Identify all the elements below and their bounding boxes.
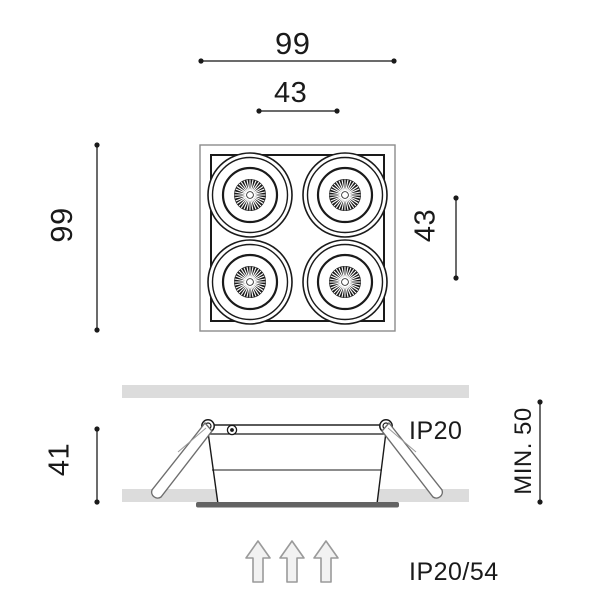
spring-clip-left-inner <box>177 427 207 453</box>
dim-endpoint-dot <box>391 58 397 64</box>
fixture-outer-frame <box>199 144 396 332</box>
dim-endpoint-dot <box>453 275 459 281</box>
dim-endpoint-dot <box>94 426 100 432</box>
spring-clip-left <box>150 421 213 499</box>
dim-endpoint-dot <box>334 108 340 114</box>
lamp-bottom-right <box>301 238 389 326</box>
dim-endpoint-dot <box>256 108 262 114</box>
ceiling-slab-upper <box>122 385 469 398</box>
ceiling-slab-lower <box>122 489 469 502</box>
dimension-label-clearance-min50: MIN. 50 <box>510 407 537 495</box>
dim-endpoint-dot <box>94 499 100 505</box>
protection-rating-ip20: IP20 <box>409 417 463 445</box>
fixture-inner-frame <box>210 154 385 322</box>
screw-detail <box>226 424 238 436</box>
protection-rating-ip20-54: IP20/54 <box>409 558 499 586</box>
dimension-label-inner-height-43: 43 <box>409 208 442 243</box>
housing-body <box>204 424 390 505</box>
dim-endpoint-dot <box>537 499 543 505</box>
lamp-bottom-left <box>206 238 294 326</box>
pivot-boss-left <box>201 419 215 433</box>
trim-plate <box>196 502 399 508</box>
lamp-top-left <box>206 151 294 239</box>
dimension-label-width-99: 99 <box>275 26 311 61</box>
light-direction-arrow-2 <box>279 540 305 583</box>
dim-endpoint-dot <box>94 327 100 333</box>
dimension-label-inner-width-43: 43 <box>274 77 308 109</box>
lamp-top-right <box>301 151 389 239</box>
dimension-label-height-99: 99 <box>44 207 79 243</box>
light-direction-arrow-3 <box>313 540 339 583</box>
dim-endpoint-dot <box>453 195 459 201</box>
dim-endpoint-dot <box>94 142 100 148</box>
dim-endpoint-dot <box>198 58 204 64</box>
dim-endpoint-dot <box>537 399 543 405</box>
dimension-label-depth-41: 41 <box>43 442 76 477</box>
light-direction-arrow-1 <box>245 540 271 583</box>
pivot-boss-right <box>379 419 393 433</box>
